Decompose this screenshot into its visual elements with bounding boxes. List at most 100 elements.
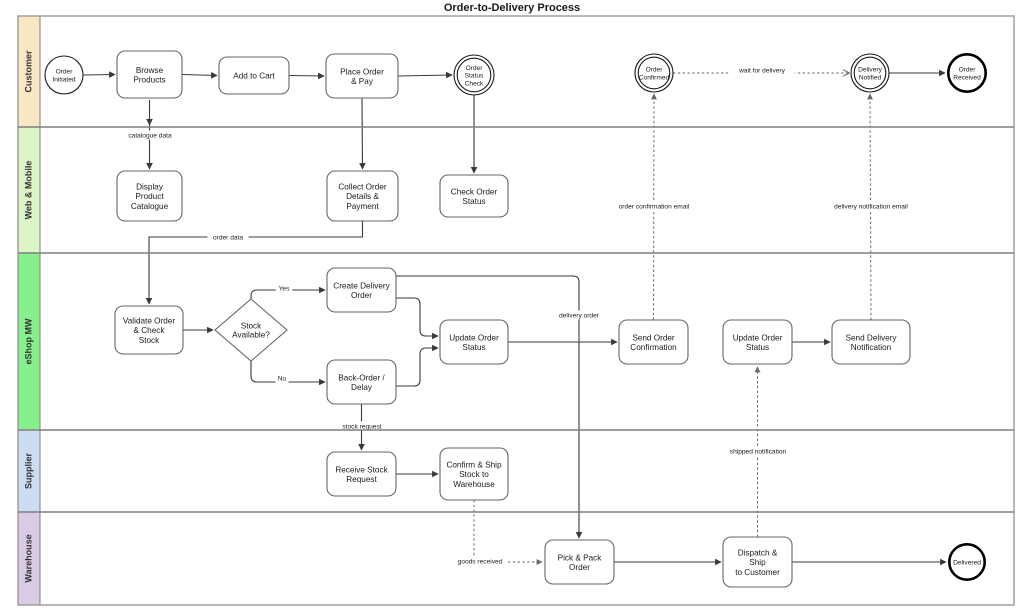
task-shape[interactable] <box>326 170 399 222</box>
node-label: Add to Cart <box>233 72 275 81</box>
flow-e17 <box>396 275 583 539</box>
label-text: goods received <box>458 559 503 566</box>
task-shape[interactable] <box>116 50 183 99</box>
flow-e18 <box>650 93 657 321</box>
flow-e8 <box>359 97 366 170</box>
label-halo <box>275 373 289 383</box>
lane-body-supplier <box>39 429 1015 513</box>
task-shape[interactable] <box>116 170 183 222</box>
label-halo <box>207 232 249 242</box>
node-delivered[interactable]: Delivered <box>947 542 986 581</box>
lane-web_mobile: Web & Mobile <box>17 126 1015 254</box>
end-event-circle[interactable] <box>947 542 986 581</box>
label-text: wait for delivery <box>738 68 786 75</box>
intermediate-event-outer[interactable] <box>850 53 890 93</box>
label-halo <box>275 283 293 293</box>
flow-e2 <box>181 72 218 79</box>
flow-label-delivery-notification-email: delivery notification email <box>820 201 922 211</box>
node-back_order_delay[interactable]: Back-Order /Delay <box>326 359 397 405</box>
lane-label-web_mobile: Web & Mobile <box>23 161 33 220</box>
label-text: delivery notification email <box>834 204 908 211</box>
node-place_order_pay[interactable]: Place Order& Pay <box>325 53 399 99</box>
flow-e23 <box>473 500 543 565</box>
task-shape[interactable] <box>439 447 509 501</box>
task-shape[interactable] <box>326 359 397 405</box>
label-text: order confirmation email <box>619 204 690 211</box>
intermediate-event-outer[interactable] <box>634 53 674 93</box>
lane-body-web_mobile <box>39 126 1015 254</box>
task-shape[interactable] <box>218 56 290 95</box>
flow-label-order-confirmation-email: order confirmation email <box>609 201 699 211</box>
flow-e19 <box>867 93 874 321</box>
end-event-circle[interactable] <box>946 52 987 94</box>
node-add_to_cart[interactable]: Add to Cart <box>218 56 290 95</box>
task-shape[interactable] <box>722 319 793 365</box>
task-shape[interactable] <box>326 451 397 497</box>
task-shape[interactable] <box>325 53 399 99</box>
node-label: Back-Order /Delay <box>338 373 385 392</box>
label-halo <box>720 446 796 456</box>
task-shape[interactable] <box>722 536 793 588</box>
task-shape[interactable] <box>439 174 509 218</box>
task-shape[interactable] <box>831 319 911 365</box>
flow-label-stock-request: stock request <box>336 421 388 431</box>
task-shape[interactable] <box>326 267 397 313</box>
label-text: delivery order <box>559 313 600 320</box>
label-text: catalogue data <box>128 133 172 140</box>
flow-e13 <box>250 361 326 386</box>
flow-label-goods-received: goods received <box>452 556 508 566</box>
node-label: Delivered <box>953 560 981 567</box>
label-halo <box>609 201 699 211</box>
intermediate-event-outer[interactable] <box>453 54 495 96</box>
start-event-circle[interactable] <box>44 55 84 95</box>
flows-layer: wait for delivery catalogue data order dat… <box>82 65 947 566</box>
flow-e1 <box>82 71 116 78</box>
task-shape[interactable] <box>439 319 509 365</box>
lane-label-supplier: Supplier <box>23 453 33 490</box>
flow-label-order-data: order data <box>207 232 249 242</box>
gateway-shape[interactable] <box>214 298 288 362</box>
flow-e14 <box>396 297 439 340</box>
task-shape[interactable] <box>114 305 184 355</box>
task-shape[interactable] <box>544 539 615 585</box>
task-shape[interactable] <box>618 319 689 365</box>
flow-e3 <box>288 72 325 80</box>
